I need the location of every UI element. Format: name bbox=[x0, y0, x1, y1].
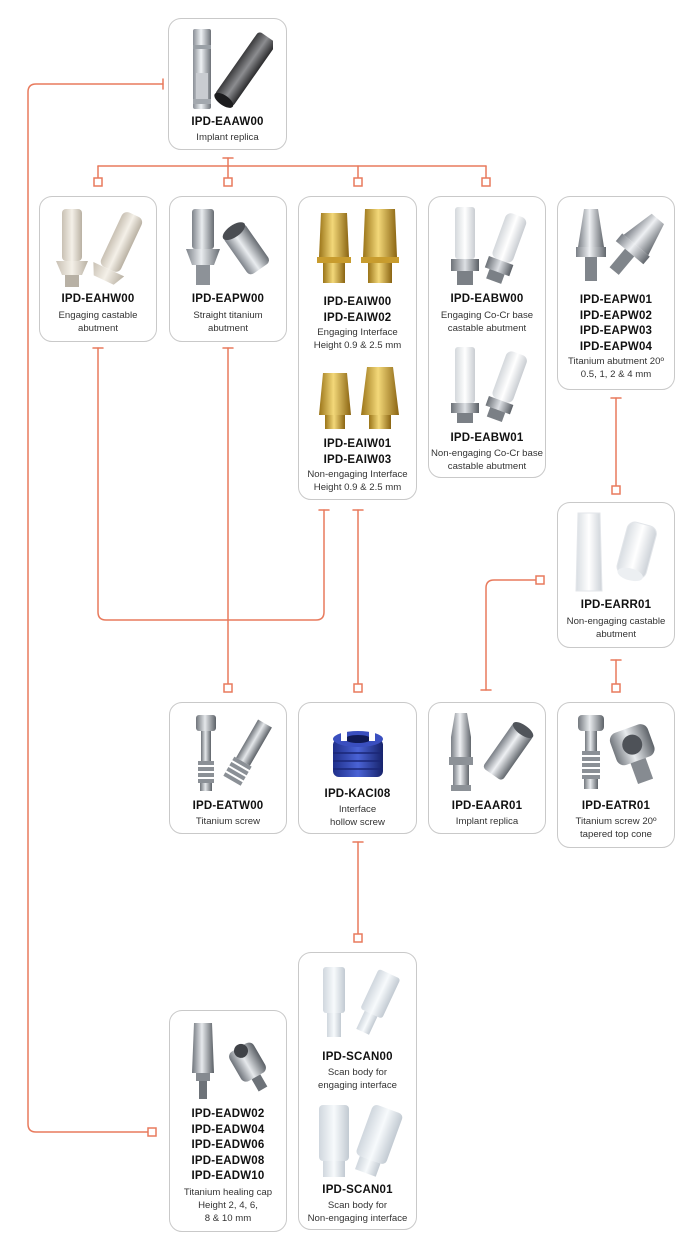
part-description: hollow screw bbox=[330, 816, 385, 828]
castable-abutment-image bbox=[56, 209, 143, 287]
part-description: Non-engaging Co-Cr base bbox=[431, 448, 543, 459]
part-description: Titanium healing cap bbox=[183, 1187, 273, 1198]
part-description: Non-engaging interface bbox=[307, 1212, 408, 1224]
part-code: IPD-EATR01 bbox=[581, 800, 651, 812]
part-description: Titanium screw bbox=[195, 816, 261, 827]
part-description: Height 0.9 & 2.5 mm bbox=[313, 339, 402, 351]
part-code: IPD-SCAN01 bbox=[322, 1184, 393, 1196]
titanium-abutment-image bbox=[186, 209, 269, 285]
card-ipd-kaci08[interactable]: IPD-KACI08 Interface hollow screw bbox=[298, 702, 417, 834]
part-description: Implant replica bbox=[455, 816, 519, 827]
card-ipd-eaaw00[interactable]: IPD-EAAW00 Implant replica bbox=[168, 18, 287, 150]
implant-replica-image bbox=[449, 713, 534, 791]
part-description: Height 0.9 & 2.5 mm bbox=[313, 481, 402, 493]
tapered-screw-image bbox=[578, 715, 655, 789]
card-ipd-eaiw[interactable]: IPD-EAIW00 IPD-EAIW02 Engaging Interface… bbox=[298, 196, 417, 500]
part-code: IPD-EAIW00 bbox=[323, 296, 392, 308]
part-description: Scan body for bbox=[327, 1067, 388, 1078]
part-description: Engaging Co-Cr base bbox=[440, 310, 534, 321]
angled-abutment-image bbox=[576, 209, 664, 281]
part-code: IPD-EAPW02 bbox=[579, 309, 653, 322]
gold-interface-image bbox=[317, 209, 399, 283]
part-description: 0.5, 1, 2 & 4 mm bbox=[580, 368, 652, 380]
part-description: Straight titanium bbox=[193, 310, 263, 321]
part-description: Implant replica bbox=[196, 132, 259, 143]
part-code: IPD-EAIW02 bbox=[323, 311, 392, 324]
part-code: IPD-EABW01 bbox=[450, 432, 524, 444]
gold-interface-nonengaging-image bbox=[319, 367, 399, 429]
part-description: Non-engaging castable bbox=[566, 616, 666, 627]
cocr-base-abutment-image bbox=[451, 207, 527, 285]
part-description: abutment bbox=[595, 628, 636, 640]
part-code: IPD-KACI08 bbox=[324, 788, 391, 800]
card-ipd-earr01[interactable]: IPD-EARR01 Non-engaging castable abutmen… bbox=[557, 502, 675, 648]
part-code: IPD-EAPW00 bbox=[191, 293, 265, 305]
part-code: IPD-EATW00 bbox=[192, 800, 264, 812]
part-code: IPD-EAHW00 bbox=[61, 293, 135, 305]
part-description: Interface bbox=[338, 804, 377, 815]
part-code: IPD-EAPW03 bbox=[579, 325, 653, 337]
part-code: IPD-EADW06 bbox=[191, 1139, 265, 1151]
part-code: IPD-EAIW03 bbox=[323, 453, 392, 466]
part-code: IPD-EADW10 bbox=[191, 1170, 265, 1182]
card-ipd-eapw00[interactable]: IPD-EAPW00 Straight titanium abutment bbox=[169, 196, 287, 342]
part-description: Titanium abutment 20º bbox=[568, 356, 664, 367]
hollow-screw-image bbox=[333, 731, 383, 777]
part-description: abutment bbox=[207, 322, 248, 334]
part-code: IPD-EADW04 bbox=[191, 1123, 265, 1136]
part-description: castable abutment bbox=[447, 322, 527, 334]
card-ipd-eabw[interactable]: IPD-EABW00 Engaging Co-Cr base castable … bbox=[428, 196, 546, 478]
part-description: engaging interface bbox=[318, 1079, 397, 1091]
scan-body-image bbox=[323, 967, 400, 1037]
implant-replica-image bbox=[193, 29, 273, 109]
part-description: Non-engaging Interface bbox=[307, 469, 408, 480]
card-ipd-eahw00[interactable]: IPD-EAHW00 Engaging castable abutment bbox=[39, 196, 157, 342]
part-description: Engaging Interface bbox=[317, 327, 398, 338]
healing-cap-image bbox=[192, 1023, 268, 1099]
part-description: 8 & 10 mm bbox=[204, 1212, 252, 1224]
part-description: Titanium screw 20º bbox=[575, 816, 657, 827]
castable-sleeve-image bbox=[575, 512, 657, 592]
cocr-base-nonengaging-image bbox=[451, 347, 527, 423]
card-ipd-eapw-angled[interactable]: IPD-EAPW01 IPD-EAPW02 IPD-EAPW03 IPD-EAP… bbox=[557, 196, 675, 390]
part-description: Height 2, 4, 6, bbox=[198, 1199, 258, 1211]
part-code: IPD-EAAW00 bbox=[191, 116, 264, 128]
titanium-screw-image bbox=[196, 715, 272, 791]
part-description: castable abutment bbox=[447, 460, 527, 472]
card-ipd-eatr01[interactable]: IPD-EATR01 Titanium screw 20º tapered to… bbox=[557, 702, 675, 848]
scan-body-nonengaging-image bbox=[319, 1104, 403, 1177]
part-description: tapered top cone bbox=[579, 828, 652, 840]
card-ipd-eaar01[interactable]: IPD-EAAR01 Implant replica bbox=[428, 702, 546, 834]
card-ipd-eadw[interactable]: IPD-EADW02 IPD-EADW04 IPD-EADW06 IPD-EAD… bbox=[169, 1010, 287, 1232]
part-code: IPD-SCAN00 bbox=[322, 1051, 393, 1063]
card-ipd-eatw00[interactable]: IPD-EATW00 Titanium screw bbox=[169, 702, 287, 834]
part-code: IPD-EAIW01 bbox=[323, 438, 392, 450]
part-description: Scan body for bbox=[327, 1200, 388, 1211]
part-description: Engaging castable bbox=[58, 310, 138, 321]
part-code: IPD-EADW02 bbox=[191, 1108, 265, 1120]
part-code: IPD-EAPW01 bbox=[579, 294, 653, 306]
part-code: IPD-EAPW04 bbox=[579, 340, 653, 353]
card-ipd-scan[interactable]: IPD-SCAN00 Scan body for engaging interf… bbox=[298, 952, 417, 1230]
part-code: IPD-EAAR01 bbox=[451, 800, 523, 812]
part-code: IPD-EABW00 bbox=[450, 293, 524, 305]
part-description: abutment bbox=[77, 322, 118, 334]
part-code: IPD-EADW08 bbox=[191, 1154, 265, 1167]
part-code: IPD-EARR01 bbox=[580, 599, 652, 611]
